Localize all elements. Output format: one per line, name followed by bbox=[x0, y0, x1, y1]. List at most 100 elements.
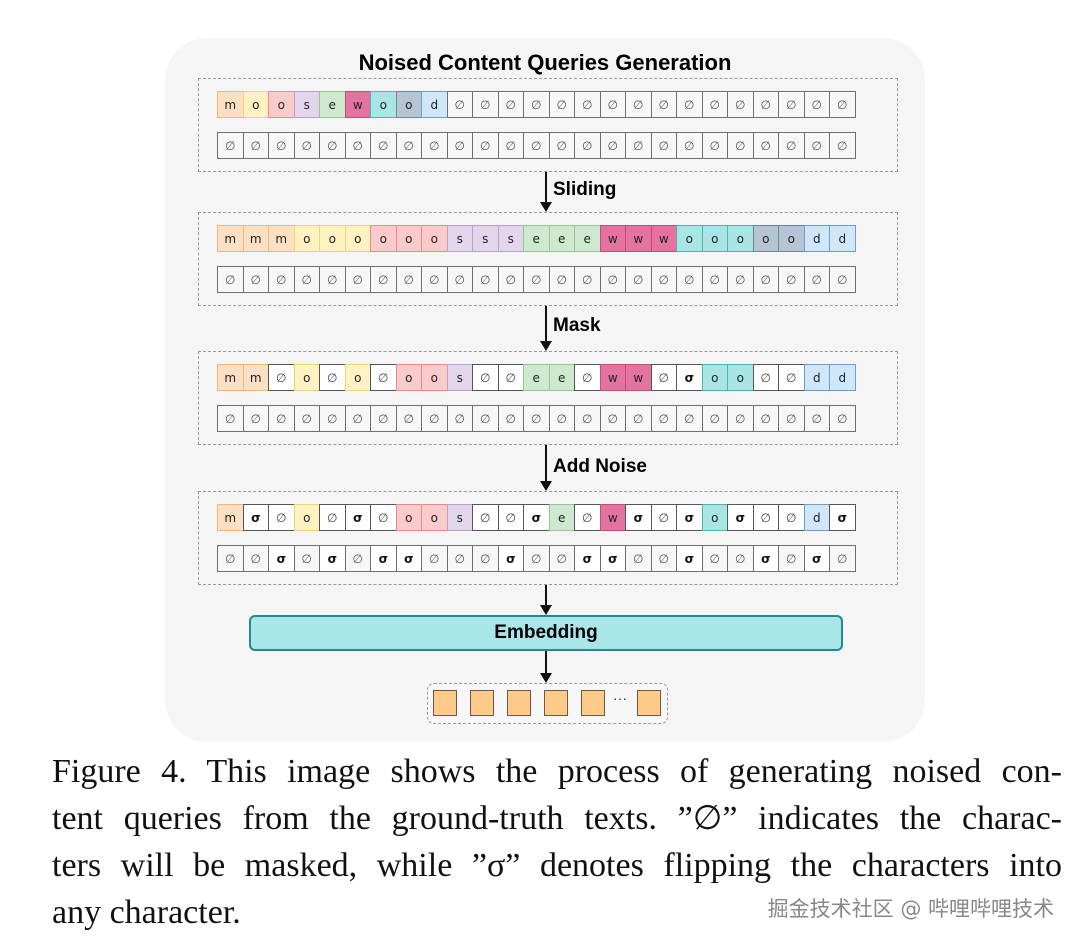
flipped-token: σ bbox=[676, 545, 703, 572]
query-vector bbox=[581, 690, 605, 716]
char-token: d bbox=[803, 225, 830, 252]
masked-token: ∅ bbox=[625, 91, 652, 118]
char-token: w bbox=[650, 225, 677, 252]
char-token: s bbox=[446, 504, 473, 531]
arrow-down-icon bbox=[540, 306, 552, 351]
char-token: s bbox=[497, 225, 524, 252]
masked-token: ∅ bbox=[268, 266, 295, 293]
masked-token: ∅ bbox=[574, 405, 601, 432]
char-token: o bbox=[293, 225, 320, 252]
masked-token: ∅ bbox=[421, 545, 448, 572]
diagram-title-wrap: Noised Content Queries Generation bbox=[0, 50, 1080, 76]
char-token: o bbox=[344, 225, 371, 252]
char-token: s bbox=[293, 91, 320, 118]
masked-token: ∅ bbox=[778, 364, 805, 391]
masked-token: ∅ bbox=[472, 405, 499, 432]
char-token: s bbox=[446, 364, 473, 391]
masked-token: ∅ bbox=[344, 266, 371, 293]
flipped-token: σ bbox=[676, 504, 703, 531]
masked-token: ∅ bbox=[497, 364, 524, 391]
char-token: d bbox=[803, 364, 830, 391]
masked-token: ∅ bbox=[319, 364, 346, 391]
masked-token: ∅ bbox=[778, 545, 805, 572]
masked-token: ∅ bbox=[523, 545, 550, 572]
ellipsis: ··· bbox=[613, 690, 627, 706]
masked-token: ∅ bbox=[727, 266, 754, 293]
masked-token: ∅ bbox=[497, 266, 524, 293]
masked-token: ∅ bbox=[701, 545, 728, 572]
masked-token: ∅ bbox=[829, 545, 856, 572]
char-token: m bbox=[242, 364, 269, 391]
masked-token: ∅ bbox=[701, 266, 728, 293]
flipped-token: σ bbox=[268, 545, 295, 572]
char-token: o bbox=[242, 91, 269, 118]
flipped-token: σ bbox=[727, 504, 754, 531]
masked-token: ∅ bbox=[625, 132, 652, 159]
masked-token: ∅ bbox=[650, 545, 677, 572]
masked-token: ∅ bbox=[548, 91, 575, 118]
flipped-token: σ bbox=[242, 504, 269, 531]
char-token: o bbox=[727, 225, 754, 252]
step-label-add-noise: Add Noise bbox=[553, 456, 647, 477]
masked-token: ∅ bbox=[650, 364, 677, 391]
arrow-down-icon bbox=[540, 172, 552, 212]
caption-line: any character. bbox=[52, 894, 241, 931]
masked-token: ∅ bbox=[319, 132, 346, 159]
flipped-token: σ bbox=[395, 545, 422, 572]
padding-query-row: ∅∅∅∅∅∅∅∅∅∅∅∅∅∅∅∅∅∅∅∅∅∅∅∅∅ bbox=[217, 405, 856, 432]
caption-line: ters will be masked, while ”σ” denotes f… bbox=[52, 847, 1062, 884]
char-token: w bbox=[599, 504, 626, 531]
masked-token: ∅ bbox=[268, 405, 295, 432]
masked-token: ∅ bbox=[268, 364, 295, 391]
masked-token: ∅ bbox=[752, 364, 779, 391]
flipped-token: σ bbox=[319, 545, 346, 572]
char-token: o bbox=[701, 364, 728, 391]
char-token: d bbox=[803, 504, 830, 531]
masked-token: ∅ bbox=[446, 132, 473, 159]
masked-token: ∅ bbox=[242, 545, 269, 572]
masked-token: ∅ bbox=[778, 405, 805, 432]
masked-token: ∅ bbox=[625, 405, 652, 432]
arrow-down-icon bbox=[540, 585, 552, 615]
masked-token: ∅ bbox=[395, 132, 422, 159]
watermark: 掘金技术社区 @ 哔哩哔哩技术 bbox=[767, 897, 1054, 921]
masked-token: ∅ bbox=[803, 266, 830, 293]
diagram-title: Noised Content Queries Generation bbox=[358, 50, 732, 75]
flipped-token: σ bbox=[752, 545, 779, 572]
char-token: w bbox=[599, 225, 626, 252]
masked-token: ∅ bbox=[370, 504, 397, 531]
masked-token: ∅ bbox=[268, 132, 295, 159]
flipped-token: σ bbox=[344, 504, 371, 531]
masked-token: ∅ bbox=[319, 266, 346, 293]
masked-token: ∅ bbox=[829, 132, 856, 159]
masked-token: ∅ bbox=[472, 545, 499, 572]
char-token: w bbox=[625, 225, 652, 252]
masked-token: ∅ bbox=[293, 545, 320, 572]
masked-token: ∅ bbox=[217, 545, 244, 572]
caption-line: Figure 4. This image shows the process o… bbox=[52, 753, 1062, 790]
masked-token: ∅ bbox=[421, 266, 448, 293]
masked-token: ∅ bbox=[650, 504, 677, 531]
masked-token: ∅ bbox=[370, 364, 397, 391]
masked-token: ∅ bbox=[599, 132, 626, 159]
char-token: o bbox=[344, 364, 371, 391]
masked-token: ∅ bbox=[778, 91, 805, 118]
char-token: e bbox=[548, 504, 575, 531]
step-label-mask: Mask bbox=[553, 315, 601, 336]
char-token: o bbox=[370, 91, 397, 118]
masked-token: ∅ bbox=[523, 266, 550, 293]
padding-query-row: ∅∅∅∅∅∅∅∅∅∅∅∅∅∅∅∅∅∅∅∅∅∅∅∅∅ bbox=[217, 132, 856, 159]
char-token: o bbox=[676, 225, 703, 252]
flipped-token: σ bbox=[497, 545, 524, 572]
char-token: o bbox=[395, 91, 422, 118]
char-token: d bbox=[829, 225, 856, 252]
char-token: e bbox=[319, 91, 346, 118]
masked-token: ∅ bbox=[548, 545, 575, 572]
arrow-down-icon bbox=[540, 445, 552, 491]
flipped-token: σ bbox=[829, 504, 856, 531]
padding-query-row: ∅∅∅∅∅∅∅∅∅∅∅∅∅∅∅∅∅∅∅∅∅∅∅∅∅ bbox=[217, 266, 856, 293]
